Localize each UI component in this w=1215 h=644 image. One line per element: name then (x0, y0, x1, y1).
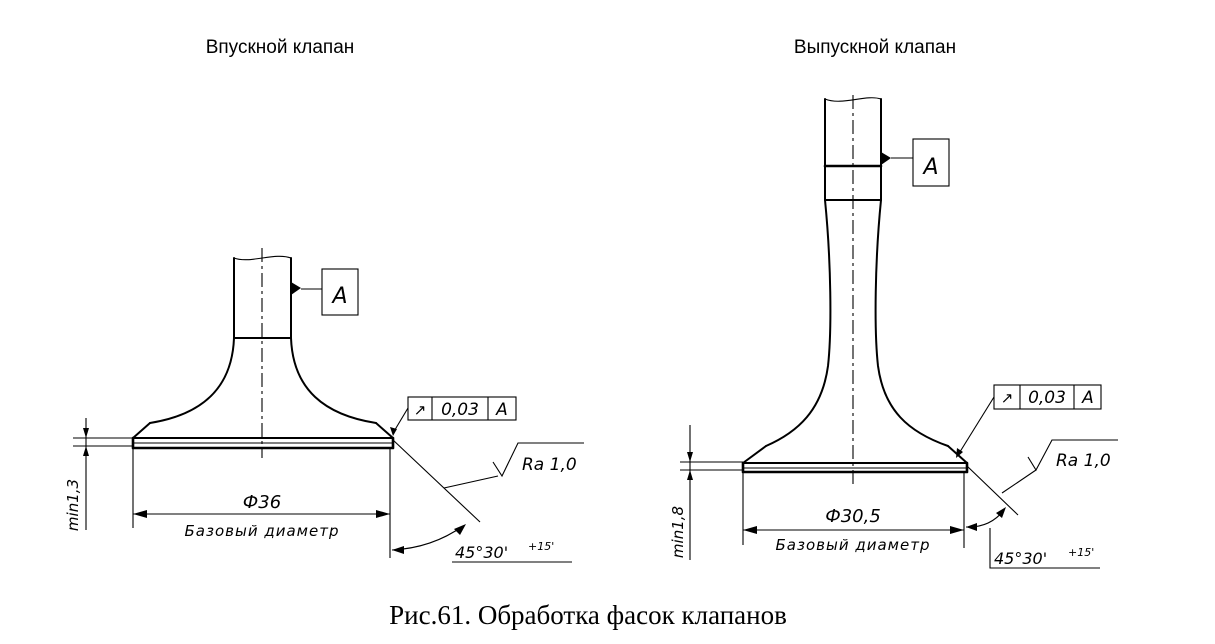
exhaust-angle-tolerance: +15' (1068, 546, 1094, 559)
exhaust-datum-box (912, 138, 950, 187)
exhaust-roughness: Ra 1,0 (1001, 439, 1118, 494)
intake-min-dimension: min1,3 (64, 418, 133, 531)
exhaust-datum-label: A (921, 155, 938, 180)
exhaust-datum-triangle (881, 152, 891, 165)
intake-runout-tolerance: 0,03 (441, 400, 479, 420)
exhaust-angle-value: 45°30' (994, 549, 1047, 568)
intake-roughness-value: Ra 1,0 (522, 455, 577, 475)
exhaust-min-value: min1,8 (669, 506, 687, 558)
intake-valve: Впускной клапан A ↗ 0, (64, 37, 584, 563)
intake-base-diameter-label: Базовый диаметр (185, 522, 340, 540)
exhaust-roughness-value: Ra 1,0 (1056, 451, 1111, 471)
intake-min-value: min1,3 (64, 479, 82, 531)
figure-caption: Рис.61. Обработка фасок клапанов (389, 600, 787, 630)
exhaust-runout-datum: A (1081, 388, 1094, 408)
exhaust-valve: Выпускной клапан A (669, 37, 1118, 569)
intake-datum-label: A (330, 284, 347, 309)
exhaust-valve-title: Выпускной клапан (794, 37, 956, 58)
exhaust-chamfer-extension (966, 465, 1019, 516)
exhaust-datum: A (881, 138, 950, 187)
intake-valve-outline (131, 255, 395, 450)
exhaust-diameter-dimension: Ф30,5 Базовый диаметр (742, 472, 965, 554)
exhaust-runout-frame: ↗ 0,03 A (956, 384, 1102, 458)
intake-datum-box (321, 268, 359, 316)
intake-runout-datum: A (495, 400, 508, 420)
intake-diameter-dimension: Ф36 Базовый диаметр (132, 448, 391, 558)
intake-roughness: Ra 1,0 (443, 442, 584, 489)
intake-datum-triangle (291, 282, 301, 295)
exhaust-runout-tolerance: 0,03 (1028, 388, 1066, 408)
intake-datum: A (291, 268, 359, 316)
intake-runout-icon: ↗ (414, 401, 427, 419)
exhaust-diameter-value: Ф30,5 (825, 506, 881, 527)
intake-angle-tolerance: +15' (528, 540, 554, 553)
exhaust-angle-dimension: 45°30' +15' (965, 507, 1100, 569)
exhaust-runout-icon: ↗ (1001, 389, 1014, 407)
intake-runout-frame: ↗ 0,03 A (390, 396, 517, 436)
intake-valve-title: Впускной клапан (206, 37, 355, 58)
intake-angle-dimension: 45°30' +15' (391, 524, 572, 563)
intake-angle-value: 45°30' (455, 543, 508, 562)
exhaust-base-diameter-label: Базовый диаметр (776, 536, 931, 554)
exhaust-min-dimension: min1,8 (669, 425, 743, 560)
intake-chamfer-extension (392, 439, 481, 523)
intake-diameter-value: Ф36 (243, 492, 281, 513)
